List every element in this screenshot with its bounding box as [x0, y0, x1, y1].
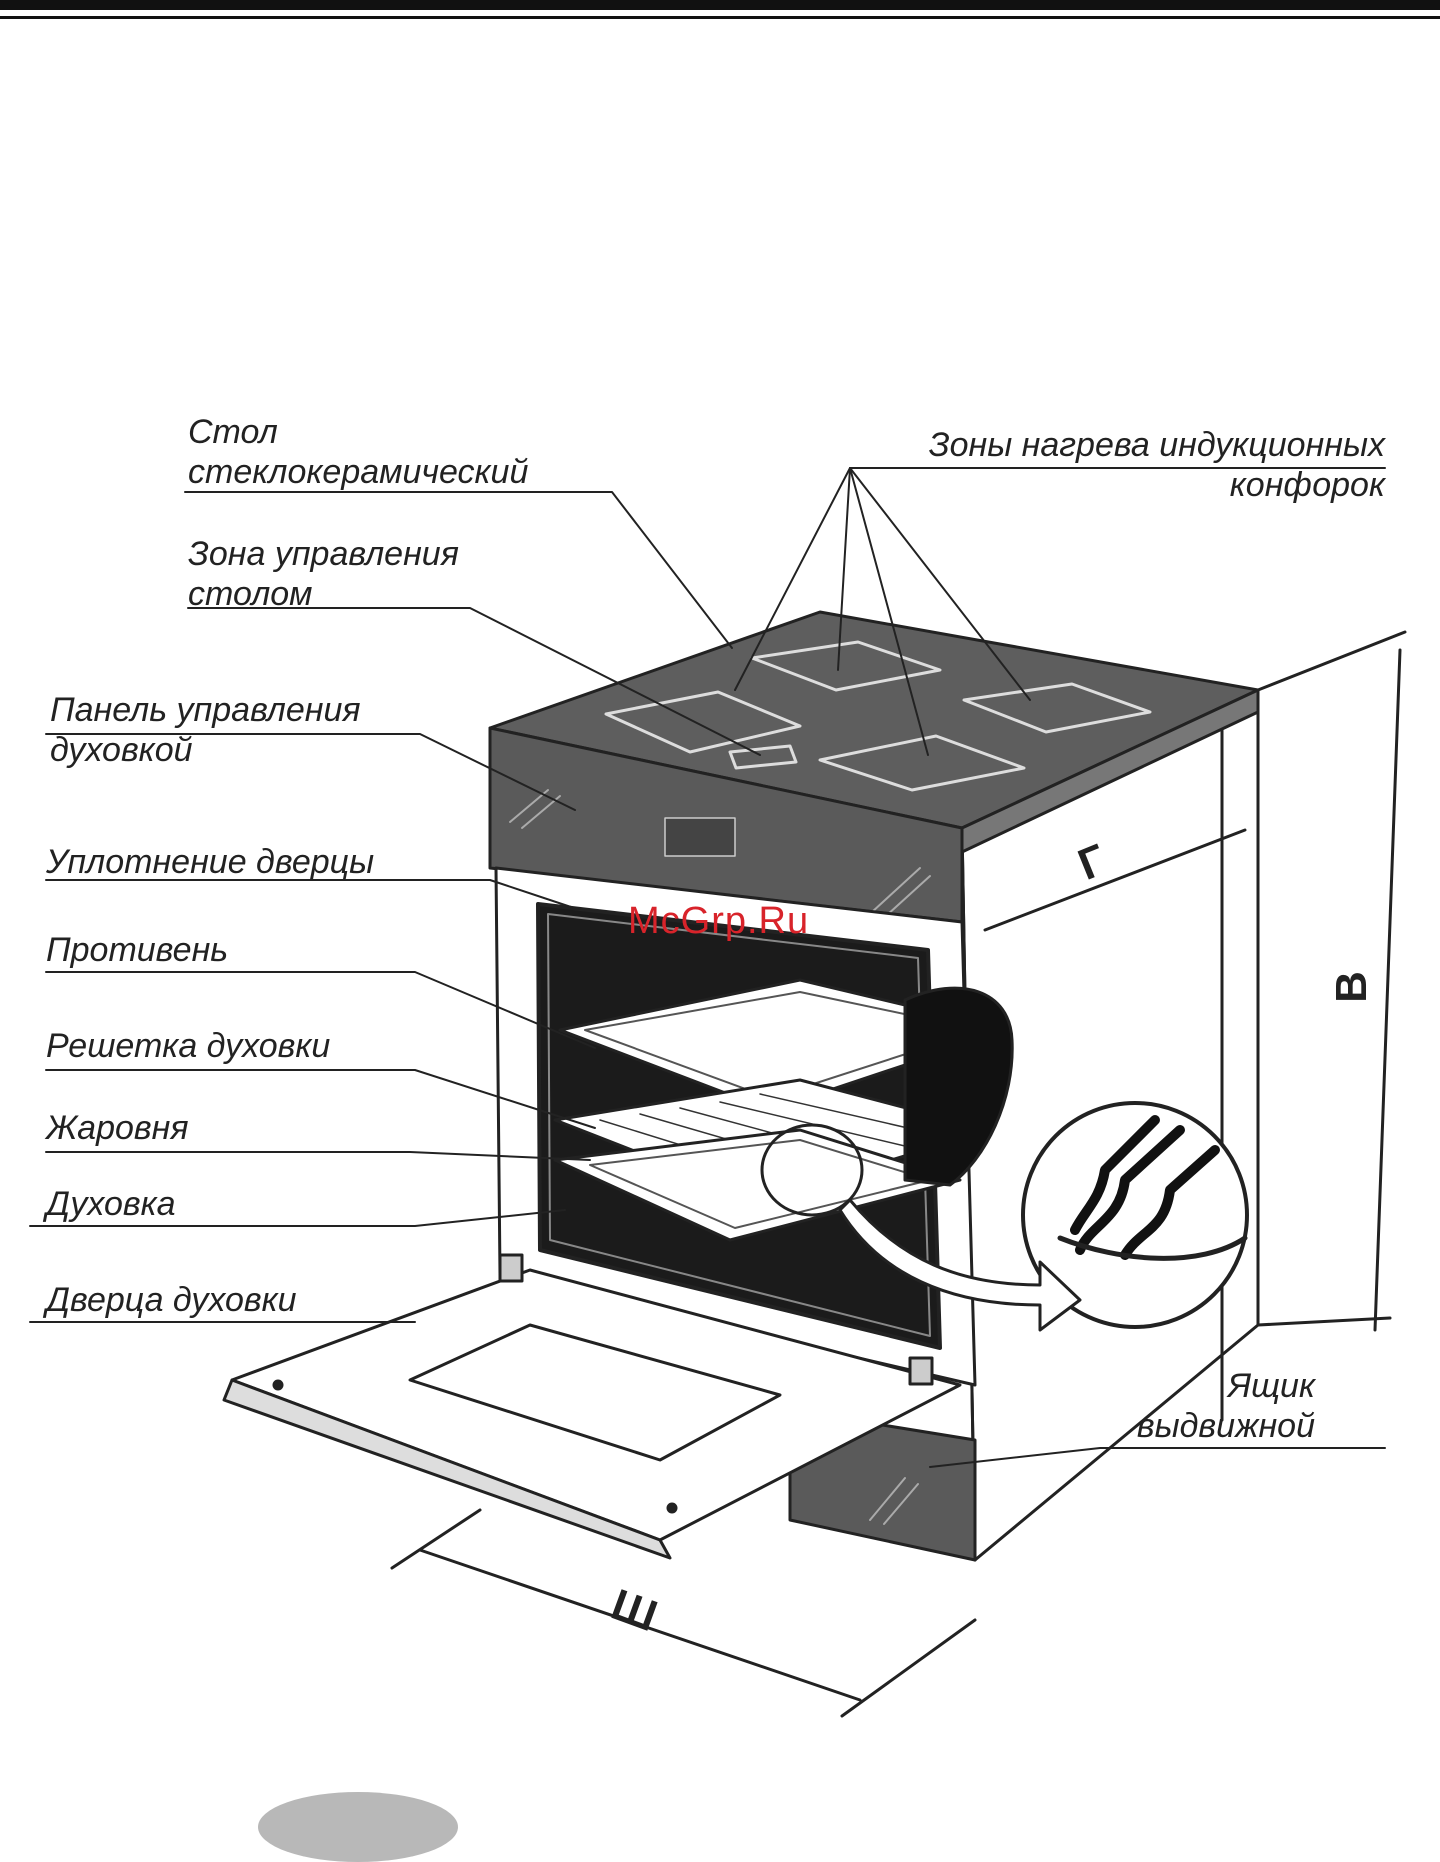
door-screw-1 — [274, 1381, 282, 1389]
width-ext-right — [842, 1620, 975, 1716]
label-oven-door: Дверца духовки — [46, 1280, 297, 1320]
dimension-height-label: В — [1327, 971, 1377, 1003]
height-ext-top — [1258, 632, 1405, 690]
label-oven: Духовка — [46, 1184, 176, 1224]
door-hinge-left — [500, 1255, 522, 1281]
label-door-seal: Уплотнение дверцы — [46, 842, 374, 882]
panel-display — [665, 818, 735, 856]
page-number-badge — [258, 1792, 458, 1862]
watermark: McGrp.Ru — [628, 900, 809, 943]
label-oven-rack: Решетка духовки — [46, 1026, 330, 1066]
door-screw-2 — [668, 1504, 676, 1512]
width-ext-left — [392, 1510, 480, 1568]
label-induction-zones: Зоны нагрева индукционных конфорок — [840, 425, 1385, 505]
label-cooktop-control: Зона управления столом — [188, 534, 459, 614]
height-ext-bottom — [1258, 1318, 1390, 1325]
label-oven-control-panel: Панель управления духовкой — [50, 690, 361, 770]
label-baking-tray: Противень — [46, 930, 228, 970]
height-dim-line — [1375, 650, 1400, 1330]
door-hinge-right — [910, 1358, 932, 1384]
label-drawer: Ящик выдвижной — [1000, 1366, 1315, 1446]
label-roasting-pan: Жаровня — [46, 1108, 189, 1148]
label-glass-ceramic-top: Стол стеклокерамический — [188, 412, 528, 492]
